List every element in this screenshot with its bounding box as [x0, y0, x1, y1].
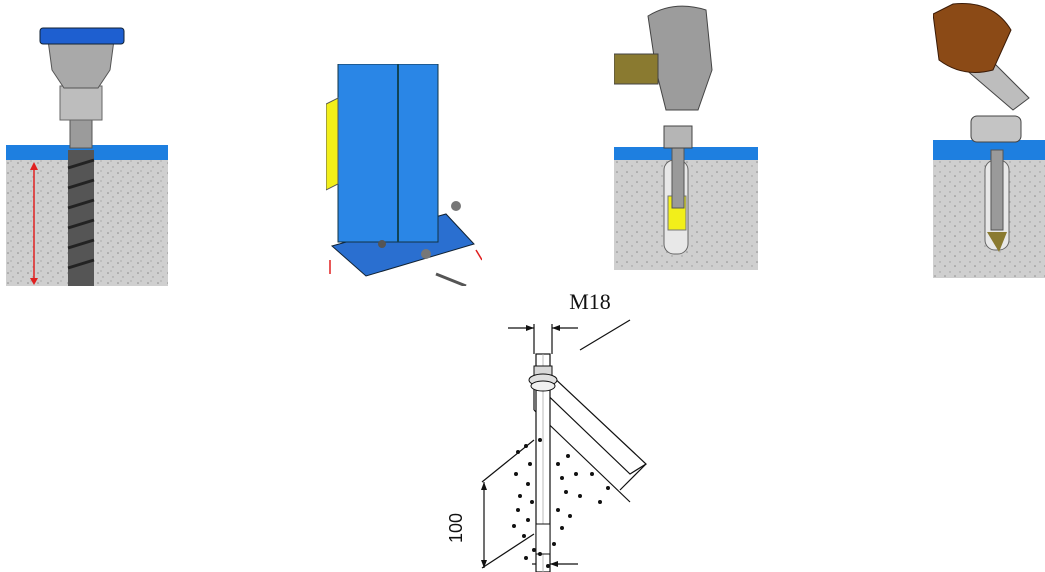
hand — [933, 3, 1012, 73]
hammer-illustration — [614, 5, 758, 270]
floor-surface — [933, 140, 1045, 160]
wrench-illustration — [933, 3, 1045, 278]
bolt-nut — [663, 125, 693, 149]
concrete-aggregate — [512, 438, 610, 568]
drill-body — [39, 27, 125, 45]
hammer-handle — [614, 53, 659, 85]
bolt-size-label: M18 — [569, 289, 611, 314]
anchor-dimension-drawing — [481, 319, 647, 572]
step-tighten-nut-panel — [933, 0, 1045, 278]
anchor-bolt — [451, 201, 461, 211]
hammer-head — [647, 5, 713, 111]
anchor-bolt — [378, 240, 386, 248]
step-drill-hole-panel — [6, 0, 168, 286]
floor-surface — [614, 147, 758, 160]
step-position-column-panel — [326, 64, 482, 286]
depth-label: 100 — [446, 512, 466, 544]
column-illustration — [326, 64, 482, 286]
bolt-nut — [970, 115, 1022, 143]
anchor-bolt — [990, 149, 1004, 231]
step-hammer-anchor-panel — [614, 0, 758, 270]
drill-chuck — [47, 39, 115, 89]
anchor-bolt — [671, 147, 685, 209]
drill-illustration — [6, 27, 168, 286]
column-post — [337, 64, 439, 243]
anchor-bolt — [421, 249, 431, 259]
